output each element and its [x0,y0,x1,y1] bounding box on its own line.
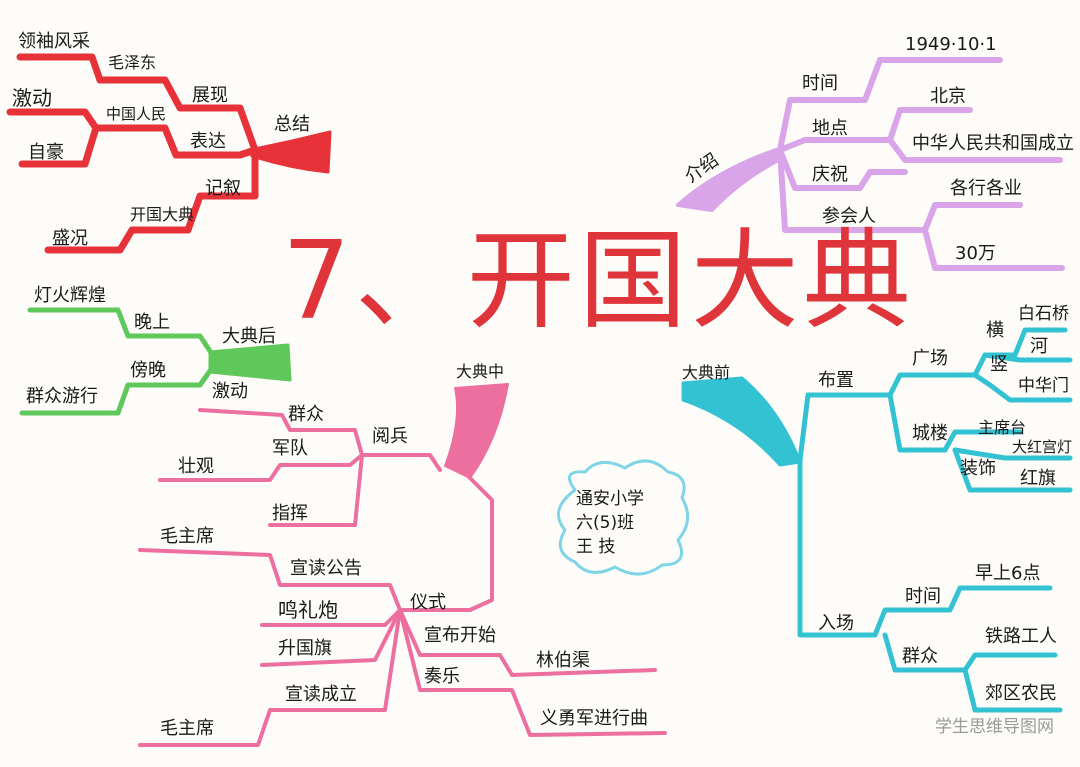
label-river: 河 [1030,336,1048,357]
label-masses: 群众 [902,646,938,667]
label-celebrate: 庆祝 [812,164,848,185]
label-workers: 铁路工人 [985,626,1057,647]
after-root-label: 大典后 [222,326,276,347]
after-branch-lines [19,307,215,416]
label-parade: 群众游行 [26,386,98,407]
watermark: 学生思维导图网 [935,717,1054,737]
label-layout: 布置 [818,370,854,391]
label-review: 阅兵 [372,426,408,447]
label-farmers: 郊区农民 [985,683,1057,704]
label-lights: 灯火辉煌 [34,285,106,306]
label-evening: 晚上 [134,312,170,333]
note-line-2: 六(5)班 [576,513,635,533]
label-decor: 装饰 [960,458,996,479]
label-lanterns: 大红宫灯 [1012,438,1073,456]
during-branch-lines [138,408,667,747]
label-grand-occasion: 盛况 [52,228,88,249]
label-announce: 宣读公告 [290,558,362,579]
label-declare: 宣读成立 [285,684,357,705]
label-date: 1949·10·1 [905,34,997,55]
label-time-before: 时间 [905,586,941,607]
label-march: 义勇军进行曲 [540,708,648,729]
label-beijing: 北京 [930,86,966,107]
label-ceremony: 仪式 [410,592,446,613]
label-square: 广场 [912,348,948,369]
before-root-label: 大典前 [682,363,731,382]
label-grand: 壮观 [178,456,214,477]
label-prc-founded: 中华人民共和国成立 [912,133,1074,154]
label-express: 表达 [190,131,226,152]
label-place: 地点 [812,118,848,139]
label-chinese-people: 中国人民 [106,105,167,123]
during-root-shape [444,383,509,479]
summary-root-label: 总结 [274,114,310,135]
label-chairman-2: 毛主席 [160,718,214,739]
label-founding-ceremony: 开国大典 [130,205,195,224]
note-line-1: 通安小学 [576,489,644,509]
label-command: 指挥 [272,503,308,524]
label-army: 军队 [272,438,308,459]
label-300k: 30万 [955,243,996,264]
label-salute: 鸣礼炮 [278,598,338,622]
intro-branch-lines [777,57,1065,271]
label-linboqu: 林伯渠 [536,650,590,671]
label-excited-crowd: 激动 [212,381,248,402]
label-crowd: 群众 [288,404,324,425]
label-entry: 入场 [818,613,854,634]
after-root-shape [208,343,292,382]
label-chairman-1: 毛主席 [160,526,214,547]
label-all-walks: 各行各业 [950,178,1022,199]
label-proud: 自豪 [28,142,64,163]
label-bridge: 白石桥 [1018,304,1069,324]
label-attendees: 参会人 [822,206,876,227]
summary-branch-lines [6,53,259,254]
summary-root-shape [248,130,332,174]
label-six-am: 早上6点 [975,563,1041,584]
note-cloud [556,459,690,576]
label-flags: 红旗 [1020,468,1056,489]
label-start: 宣布开始 [424,625,496,646]
label-gate: 中华门 [1018,376,1069,396]
label-flag: 升国旗 [278,638,332,659]
label-vertical: 竖 [990,354,1008,375]
label-excited: 激动 [12,86,52,110]
label-tower: 城楼 [912,423,948,444]
label-music: 奏乐 [424,666,460,687]
label-maozedong: 毛泽东 [108,53,157,72]
intro-root-shape [676,146,784,212]
during-root-label: 大典中 [456,362,505,381]
note-line-3: 王 技 [576,537,616,557]
label-show: 展现 [192,85,228,106]
label-time: 时间 [802,73,838,94]
label-rostrum: 主席台 [978,418,1027,437]
before-branch-lines [797,327,1073,713]
label-narrate: 记叙 [205,178,241,199]
note-text: 通安小学 六(5)班 王 技 [576,487,644,559]
label-horizontal: 横 [986,320,1004,341]
before-root-shape [681,376,802,467]
label-dusk: 傍晚 [130,360,166,381]
label-leader-style: 领袖风采 [18,31,90,52]
page-title: 7、开国大典 [282,219,915,344]
